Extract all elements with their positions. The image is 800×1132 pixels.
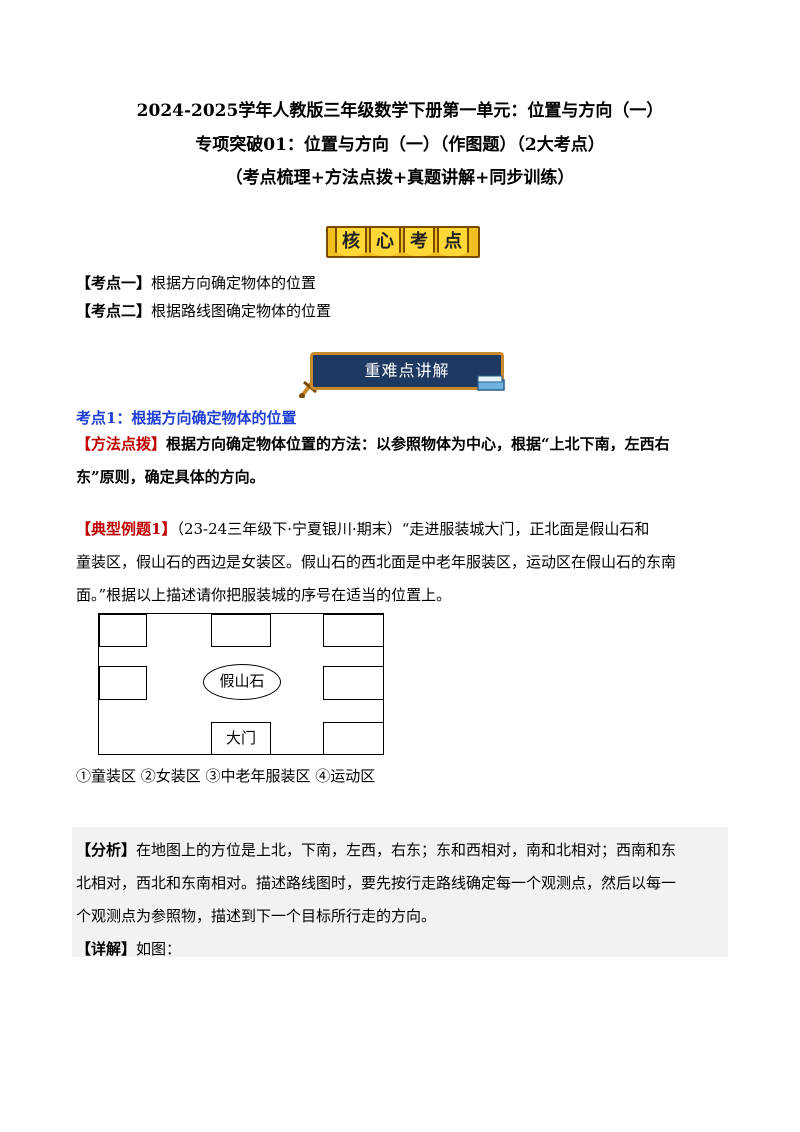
map-slot	[323, 722, 384, 755]
detail-tag: 【详解】	[76, 940, 137, 958]
point-text: 根据方向确定物体的位置	[151, 274, 317, 292]
document-title: 2024-2025学年人教版三年级数学下册第一单元：位置与方向（一）	[136, 101, 664, 121]
example-question: 【典型例题1】（23-24三年级下·宁夏银川·期末）“走进服装城大门，正北面是假…	[76, 513, 726, 612]
map-slot	[99, 666, 147, 700]
analysis-tag: 【分析】	[76, 841, 137, 859]
point-text: 根据路线图确定物体的位置	[151, 302, 332, 320]
method-text: 根据方向确定物体位置的方法：以参照物体为中心，根据“上北下南，左西右	[166, 435, 670, 453]
clothing-city-map: 假山石 大门	[98, 613, 384, 755]
method-tag: 【方法点拨】	[76, 435, 167, 453]
analysis-text: 【分析】在地图上的方位是上北，下南，左西，右东；东和西相对，南和北相对；西南和东…	[76, 834, 726, 966]
map-slot	[99, 614, 147, 647]
analysis-box	[72, 827, 728, 957]
map-slot	[323, 614, 384, 647]
map-slot	[211, 614, 271, 647]
banner-char: 考	[403, 226, 435, 258]
document-subtitle: 专项突破01：位置与方向（一）（作图题）（2大考点）	[195, 135, 605, 155]
banner-char: 核	[335, 226, 367, 258]
analysis-line: 在地图上的方位是上北，下南，左西，右东；东和西相对，南和北相对；西南和东	[136, 841, 677, 859]
point-tag: 【考点二】	[76, 302, 152, 320]
map-slot	[323, 666, 384, 700]
book-icon	[477, 375, 505, 391]
example-text-3: 面。”根据以上描述请你把服装城的序号在适当的位置上。	[76, 586, 452, 604]
method-tip: 【方法点拨】根据方向确定物体位置的方法：以参照物体为中心，根据“上北下南，左西右…	[76, 428, 726, 494]
point-item: 【考点二】根据路线图确定物体的位置	[76, 300, 331, 321]
analysis-line-3: 个观测点为参照物，描述到下一个目标所行走的方向。	[76, 907, 437, 925]
key-points-banner: 重难点讲解	[298, 352, 508, 398]
detail-text: 如图：	[136, 940, 182, 958]
example-text-2: 童装区，假山石的西边是女装区。假山石的西北面是中老年服装区，运动区在假山石的东南	[76, 553, 677, 571]
core-points-banner: 核 心 考 点	[326, 222, 480, 270]
method-text-2: 东”原则，确定具体的方向。	[76, 468, 265, 486]
analysis-line-2: 北相对，西北和东南相对。描述路线图时，要先按行走路线确定每一个观测点，然后以每一	[76, 874, 677, 892]
example-tag: 【典型例题1】	[76, 520, 177, 538]
rockery-label: 假山石	[203, 664, 281, 700]
section-heading: 考点1：根据方向确定物体的位置	[76, 409, 297, 427]
point-tag: 【考点一】	[76, 274, 152, 292]
banner-char: 点	[437, 226, 469, 258]
key-points-label: 重难点讲解	[310, 352, 504, 390]
document-subtitle-2: （考点梳理+方法点拨+真题讲解+同步训练）	[225, 168, 575, 188]
point-item: 【考点一】根据方向确定物体的位置	[76, 272, 316, 293]
options-list: ①童装区 ②女装区 ③中老年服装区 ④运动区	[76, 767, 376, 785]
example-text: （23-24三年级下·宁夏银川·期末）“走进服装城大门，正北面是假山石和	[176, 520, 650, 538]
gate-label: 大门	[211, 722, 271, 755]
banner-char: 心	[369, 226, 401, 258]
